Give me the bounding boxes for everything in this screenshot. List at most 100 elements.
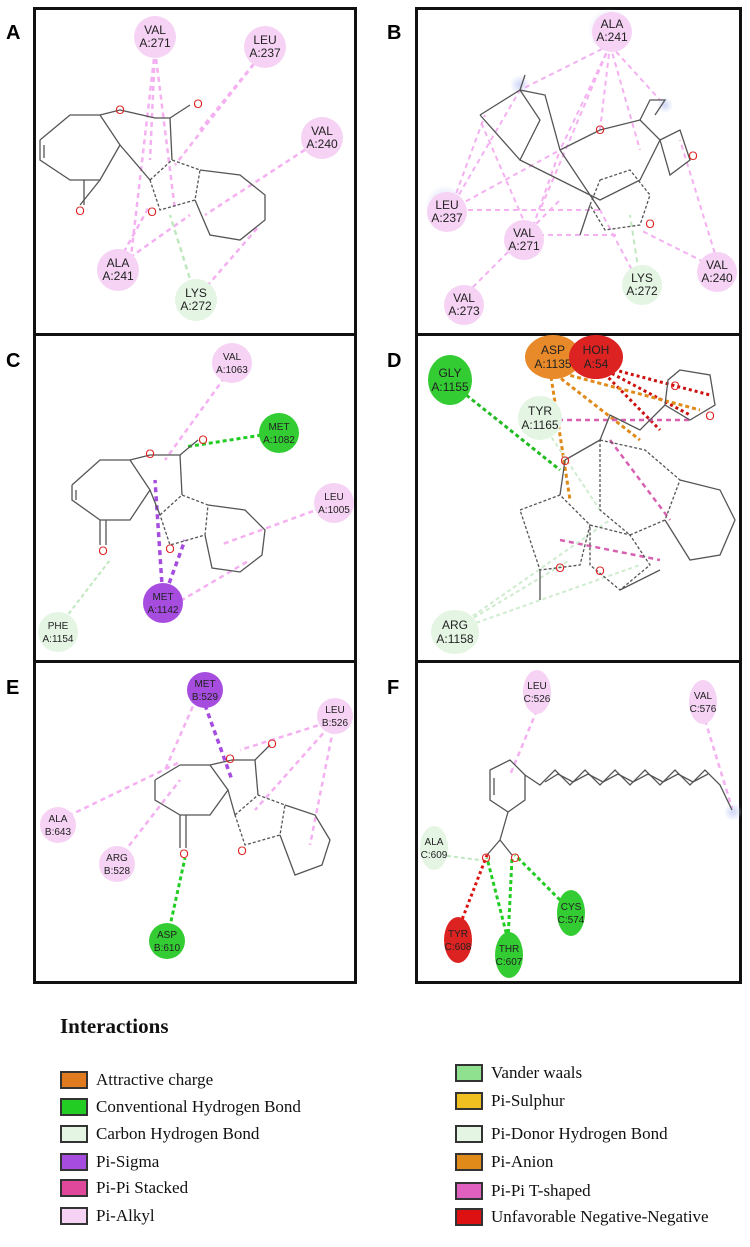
legend-swatch	[60, 1071, 88, 1089]
svg-text:A:237: A:237	[431, 211, 463, 225]
residue-val-240: VAL A:240	[697, 252, 737, 292]
residue-lys-272: LYS A:272	[622, 265, 662, 305]
svg-text:VAL: VAL	[453, 291, 475, 305]
svg-text:C:574: C:574	[558, 915, 585, 926]
oxygen-atom: O	[555, 561, 564, 575]
interaction-lines	[113, 49, 321, 301]
legend-swatch	[455, 1153, 483, 1171]
residue-asp-610: ASP B:610	[149, 923, 185, 959]
legend-item-pi-sulphur: Pi-Sulphur	[455, 1090, 565, 1112]
panel-a-diagram: O O O O VAL A:271 LEU A:237 VAL A:240 AL…	[39, 16, 343, 321]
legend-label: Pi-Anion	[491, 1152, 554, 1171]
residue-cys-574: CYS C:574	[557, 890, 585, 936]
residue-ala-241: ALA A:241	[592, 12, 632, 52]
residue-arg-1158: ARG A:1158	[431, 610, 479, 654]
svg-text:A:1135: A:1135	[534, 357, 571, 371]
oxygen-atom: O	[115, 103, 124, 117]
svg-text:VAL: VAL	[223, 352, 242, 363]
residue-leu-1005: LEU A:1005	[314, 483, 354, 523]
panel-f-diagram: O O LEU C:526 VAL C:576 ALA C:609 TYR C:…	[420, 670, 742, 978]
legend-item-unfavorable-neg-neg: Unfavorable Negative-Negative	[455, 1206, 709, 1228]
legend-item-attractive-charge: Attractive charge	[60, 1069, 213, 1091]
svg-text:LYS: LYS	[631, 271, 653, 285]
ligand-structure	[39, 104, 266, 241]
svg-text:A:1005: A:1005	[318, 505, 350, 516]
residue-ala-241: ALA A:241	[97, 249, 139, 291]
residue-thr-607: THR C:607	[495, 932, 523, 978]
svg-text:ARG: ARG	[442, 618, 468, 632]
panel-b-frame	[415, 7, 742, 336]
oxygen-atom: O	[267, 737, 276, 751]
svg-text:ALA: ALA	[107, 256, 130, 270]
oxygen-atom: O	[198, 433, 207, 447]
ligand-structure	[71, 439, 266, 573]
panel-c-diagram: O O O O VAL A:1063 MET A:1082 LEU A:1005…	[38, 343, 354, 652]
pi-sigma-line	[203, 704, 234, 781]
svg-text:A:1155: A:1155	[431, 380, 468, 394]
legend-swatch	[455, 1182, 483, 1200]
oxygen-atom: O	[98, 544, 107, 558]
oxygen-atom: O	[193, 97, 202, 111]
vdw-lines	[449, 419, 641, 633]
legend-item-pi-sigma: Pi-Sigma	[60, 1151, 159, 1173]
svg-text:TYR: TYR	[448, 929, 468, 940]
svg-text:A:1082: A:1082	[263, 435, 295, 446]
oxygen-atom: O	[510, 851, 519, 865]
svg-text:LEU: LEU	[253, 33, 276, 47]
residue-met-1082: MET A:1082	[259, 413, 299, 453]
residue-hoh-54: HOH A:54	[569, 335, 623, 379]
svg-text:B:643: B:643	[45, 827, 72, 838]
legend-swatch	[60, 1125, 88, 1143]
residue-ala-643: ALA B:643	[40, 807, 76, 843]
hbond-lines	[485, 853, 572, 941]
residue-val-1063: VAL A:1063	[212, 343, 252, 383]
legend-item-conventional-hbond: Conventional Hydrogen Bond	[60, 1096, 301, 1118]
svg-text:VAL: VAL	[311, 124, 333, 138]
legend-swatch	[455, 1125, 483, 1143]
residue-val-240: VAL A:240	[301, 117, 343, 159]
svg-text:C:576: C:576	[690, 704, 717, 715]
residue-leu-237: LEU A:237	[427, 192, 467, 232]
legend-swatch	[60, 1098, 88, 1116]
svg-text:B:610: B:610	[154, 943, 181, 954]
legend-item-pi-pi-t-shaped: Pi-Pi T-shaped	[455, 1180, 591, 1202]
legend-swatch	[455, 1064, 483, 1082]
interaction-lines	[449, 44, 721, 301]
oxygen-atom: O	[645, 217, 654, 231]
svg-text:A:1063: A:1063	[216, 365, 248, 376]
residue-val-576: VAL C:576	[689, 680, 717, 724]
residue-leu-237: LEU A:237	[244, 26, 286, 68]
residue-met-1142: MET A:1142	[143, 583, 183, 623]
svg-text:LEU: LEU	[324, 492, 343, 503]
interaction-lines	[163, 369, 331, 612]
legend-item-pi-donor-hbond: Pi-Donor Hydrogen Bond	[455, 1123, 668, 1145]
legend-item-carbon-hbond: Carbon Hydrogen Bond	[60, 1123, 259, 1145]
attractive-lines	[548, 368, 701, 501]
svg-text:A:1165: A:1165	[521, 418, 558, 432]
svg-text:A:241: A:241	[102, 269, 134, 283]
ligand-structure	[486, 759, 733, 856]
svg-text:ALA: ALA	[425, 837, 444, 848]
oxygen-atom: O	[705, 409, 714, 423]
pi-sigma-lines	[153, 479, 187, 601]
svg-text:VAL: VAL	[694, 691, 713, 702]
svg-text:C:526: C:526	[524, 694, 551, 705]
oxygen-atom: O	[688, 149, 697, 163]
legend-label: Pi-Sigma	[96, 1152, 160, 1171]
svg-text:A:1142: A:1142	[148, 605, 179, 616]
oxygen-atom: O	[145, 447, 154, 461]
legend-label: Pi-Pi T-shaped	[491, 1181, 591, 1200]
svg-text:B:529: B:529	[192, 692, 219, 703]
svg-text:A:271: A:271	[508, 239, 540, 253]
svg-text:TYR: TYR	[528, 404, 552, 418]
residue-asp-1135: ASP A:1135	[525, 335, 581, 379]
svg-text:A:237: A:237	[249, 46, 281, 60]
legend-label: Attractive charge	[96, 1070, 214, 1089]
legend-label: Pi-Donor Hydrogen Bond	[491, 1124, 668, 1143]
legend-swatch	[60, 1207, 88, 1225]
svg-text:A:240: A:240	[701, 271, 733, 285]
svg-text:ALA: ALA	[49, 814, 68, 825]
svg-text:A:1158: A:1158	[436, 632, 473, 646]
svg-text:LEU: LEU	[527, 681, 546, 692]
svg-text:GLY: GLY	[438, 366, 461, 380]
